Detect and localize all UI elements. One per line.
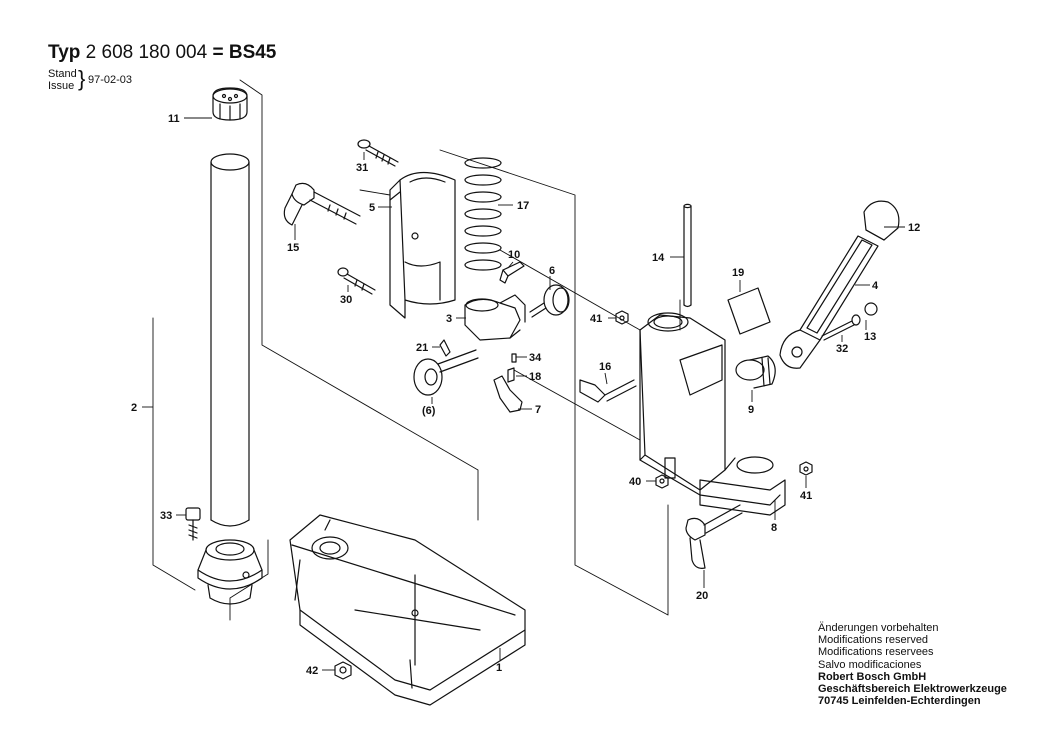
nut-part-40 (655, 474, 669, 489)
callout-40: 40 (629, 476, 641, 488)
spring-part-17 (464, 157, 502, 271)
callout-41-left: 41 (590, 313, 602, 325)
footer-notice: Änderungen vorbehalten Modifications res… (818, 622, 1007, 707)
clamp-lever-part-20 (685, 504, 743, 569)
callout-11: 11 (168, 113, 180, 125)
carriage-part-3 (464, 294, 526, 341)
callout-19: 19 (732, 267, 744, 279)
callout-34: 34 (529, 352, 542, 364)
assembly-guide-lines (152, 79, 681, 621)
stand-label: Stand (48, 68, 77, 80)
callout-leaders (142, 117, 905, 671)
locking-lever-part-16 (579, 379, 637, 403)
callout-14: 14 (652, 252, 665, 264)
callout-2: 2 (131, 402, 137, 414)
small-parts-34-18-7 (493, 353, 523, 413)
footer-line-en: Modifications reserved (818, 634, 929, 647)
issue-label: Issue (48, 80, 75, 92)
column-tube-part-2 (210, 153, 250, 527)
knob-part-6 (529, 284, 570, 318)
callout-12: 12 (908, 222, 920, 234)
callout-4: 4 (872, 280, 879, 292)
issue-date: 97-02-03 (88, 74, 133, 86)
callout-15: 15 (287, 242, 299, 254)
company-division: Geschäftsbereich Elektrowerkzeuge (818, 683, 1007, 696)
feed-lever-part-4 (779, 235, 879, 369)
callout-33: 33 (160, 510, 172, 522)
callout-13: 13 (864, 331, 876, 343)
company-name: Robert Bosch GmbH (818, 670, 927, 683)
callout-17: 17 (517, 200, 529, 212)
clamp-lever-part-15 (283, 182, 361, 226)
stand-issue-block: Stand Issue } 97-02-03 (48, 68, 132, 93)
callout-3: 3 (446, 313, 452, 325)
callout-32: 32 (836, 343, 848, 355)
bushing-part-9 (735, 355, 776, 389)
callout-16: 16 (599, 361, 611, 373)
latch-part-10 (499, 261, 525, 284)
typ-label: Typ (48, 42, 81, 63)
footer-line-es: Salvo modificaciones (818, 658, 922, 671)
page-title: Typ 2 608 180 004 = BS45 (48, 42, 276, 64)
grip-cap-part-12 (863, 200, 900, 241)
nut-part-41-right (799, 461, 813, 476)
base-plate-part-1 (289, 514, 526, 706)
footer-line-fr: Modifications reservees (818, 646, 934, 659)
stand-body-part-8 (639, 312, 786, 516)
callout-1: 1 (496, 662, 502, 674)
brace-glyph: } (78, 66, 86, 91)
callout-8: 8 (771, 522, 777, 534)
part-number: 2 608 180 004 (85, 42, 208, 63)
label-plate-part-19 (727, 287, 771, 335)
callout-6b: (6) (422, 405, 436, 417)
callout-7: 7 (535, 404, 541, 416)
screw-part-33 (185, 507, 201, 541)
callout-10: 10 (508, 249, 520, 261)
screw-part-30 (337, 267, 376, 295)
screw-part-31 (357, 139, 399, 167)
footer-line-de: Änderungen vorbehalten (818, 622, 939, 634)
callout-18: 18 (529, 371, 541, 383)
nut-part-41-left (615, 310, 629, 325)
callout-41-right: 41 (800, 490, 812, 502)
callout-21: 21 (416, 342, 428, 354)
callout-labels: 1 2 3 4 5 6 (6) 7 8 9 10 11 12 13 14 15 … (131, 113, 920, 677)
nut-part-42 (334, 661, 352, 680)
callout-20: 20 (696, 590, 708, 602)
callout-42: 42 (306, 665, 318, 677)
model-name: BS45 (228, 42, 277, 63)
callout-31: 31 (356, 162, 368, 174)
rod-part-14 (683, 203, 692, 308)
callout-6: 6 (549, 265, 555, 277)
callout-5: 5 (369, 202, 375, 214)
column-cap-part-11 (212, 87, 248, 121)
callout-9: 9 (748, 404, 754, 416)
callout-30: 30 (340, 294, 352, 306)
equals-sign: = (212, 42, 224, 63)
header: Typ 2 608 180 004 = BS45 (48, 42, 276, 64)
column-flange (197, 539, 263, 605)
company-address: 70745 Leinfelden-Echterdingen (818, 695, 981, 708)
housing-shell-part-5 (389, 171, 456, 319)
handwheel-part-6b (413, 339, 479, 396)
screw-part-32-and-washer-13 (821, 302, 878, 341)
